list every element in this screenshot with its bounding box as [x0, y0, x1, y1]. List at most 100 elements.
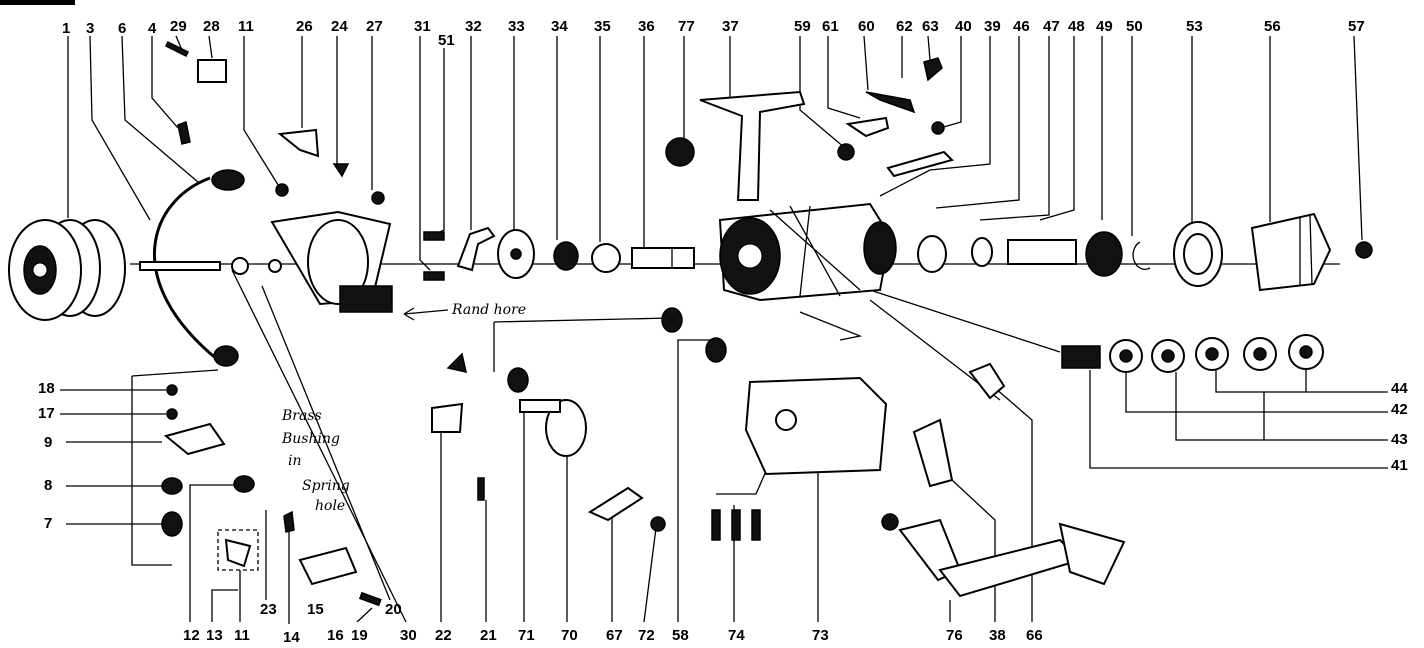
cap-53-inner — [1183, 233, 1213, 275]
pin-32 — [456, 226, 496, 272]
gear-48 — [1007, 239, 1077, 265]
washer-left — [231, 257, 249, 275]
label-19: 19 — [351, 627, 368, 644]
drag-knob-56 — [1250, 212, 1332, 292]
right-bracket — [1089, 368, 1388, 469]
screw-57 — [1355, 241, 1373, 259]
label-8: 8 — [44, 477, 52, 494]
cap-7 — [161, 511, 183, 537]
clip-50 — [1132, 241, 1151, 270]
top-corner-bar — [0, 0, 75, 5]
washer-left-2 — [268, 259, 282, 273]
label-17: 17 — [38, 405, 55, 422]
label-61: 61 — [822, 18, 839, 35]
label-51: 51 — [438, 32, 455, 49]
note-line-5: hole — [315, 498, 345, 514]
label-50: 50 — [1126, 18, 1143, 35]
nut-8 — [161, 477, 183, 495]
spring-39 — [886, 150, 954, 178]
label-33: 33 — [508, 18, 525, 35]
label-21: 21 — [480, 627, 497, 644]
bail-shaft — [139, 261, 221, 271]
note-line-1: Brass — [281, 408, 322, 424]
label-66: 66 — [1026, 627, 1043, 644]
note-line-3: in — [288, 453, 302, 469]
bushing-note: Brass Bushing in Spring hole — [281, 408, 350, 514]
label-70: 70 — [561, 627, 578, 644]
reel-body — [699, 90, 897, 302]
label-24: 24 — [331, 18, 348, 35]
label-39: 39 — [984, 18, 1001, 35]
arrow-note: Rand hore — [451, 302, 526, 318]
pinion-36 — [631, 247, 695, 269]
leader-lines-top — [67, 35, 1363, 271]
label-59: 59 — [794, 18, 811, 35]
label-53: 53 — [1186, 18, 1203, 35]
label-35: 35 — [594, 18, 611, 35]
label-76: 76 — [946, 627, 963, 644]
spool-part — [8, 219, 126, 321]
label-6: 6 — [118, 20, 126, 37]
label-63: 63 — [922, 18, 939, 35]
label-11b: 11 — [234, 627, 250, 644]
label-57: 57 — [1348, 18, 1365, 35]
lever-61 — [845, 116, 890, 138]
clip-21 — [446, 352, 467, 373]
clip-60 — [865, 91, 916, 114]
label-32: 32 — [465, 18, 482, 35]
label-72: 72 — [638, 627, 655, 644]
screw-63 — [923, 57, 943, 82]
note-line-4: Spring — [302, 478, 350, 494]
bail-wire — [152, 176, 219, 362]
washer-47 — [971, 237, 993, 267]
ball-77 — [665, 137, 695, 167]
label-29: 29 — [170, 18, 187, 35]
washer-stack — [1109, 334, 1324, 373]
label-77: 77 — [678, 18, 695, 35]
label-71: 71 — [518, 627, 535, 644]
label-30: 30 — [400, 627, 417, 644]
label-38b: 38 — [989, 627, 1006, 644]
arrow-note-arrow — [403, 307, 449, 321]
label-46: 46 — [1013, 18, 1030, 35]
note-line-2: Bushing — [281, 431, 340, 447]
label-62: 62 — [896, 18, 913, 35]
pin-14 — [283, 510, 295, 533]
label-23: 23 — [260, 601, 277, 618]
bearing-58 — [661, 307, 683, 333]
label-9: 9 — [44, 434, 52, 451]
washer-17 — [166, 408, 178, 420]
knob-13 — [224, 538, 252, 568]
label-48: 48 — [1068, 18, 1085, 35]
label-43: 43 — [1391, 431, 1408, 448]
side-plate-hole — [775, 409, 797, 431]
box-13 — [217, 529, 259, 571]
plate-67 — [587, 486, 644, 522]
pawl-38 — [912, 418, 954, 488]
plate-28 — [197, 59, 227, 83]
bead-27 — [371, 191, 385, 205]
spring-12 — [233, 475, 255, 493]
arm-9 — [163, 422, 226, 456]
top-labels: 1 3 6 4 29 28 11 26 24 27 31 51 32 33 34… — [62, 18, 1365, 49]
screw-21 — [477, 477, 485, 501]
knob-49 — [1085, 231, 1123, 277]
label-12: 12 — [183, 627, 200, 644]
label-16: 16 — [327, 627, 344, 644]
clip-66 — [968, 362, 1006, 400]
nut-11 — [275, 183, 289, 197]
label-67: 67 — [606, 627, 623, 644]
screw-31 — [423, 271, 445, 281]
label-60: 60 — [858, 18, 875, 35]
label-41: 41 — [1391, 457, 1408, 474]
bearing-58-b — [705, 337, 727, 363]
label-56: 56 — [1264, 18, 1281, 35]
label-73: 73 — [812, 627, 829, 644]
clip-24 — [332, 163, 350, 178]
nut-72 — [650, 516, 666, 532]
label-42: 42 — [1391, 401, 1408, 418]
handle-76 — [881, 513, 1126, 598]
bearing-46 — [917, 235, 947, 273]
left-labels: 18 17 9 8 7 — [38, 380, 55, 532]
